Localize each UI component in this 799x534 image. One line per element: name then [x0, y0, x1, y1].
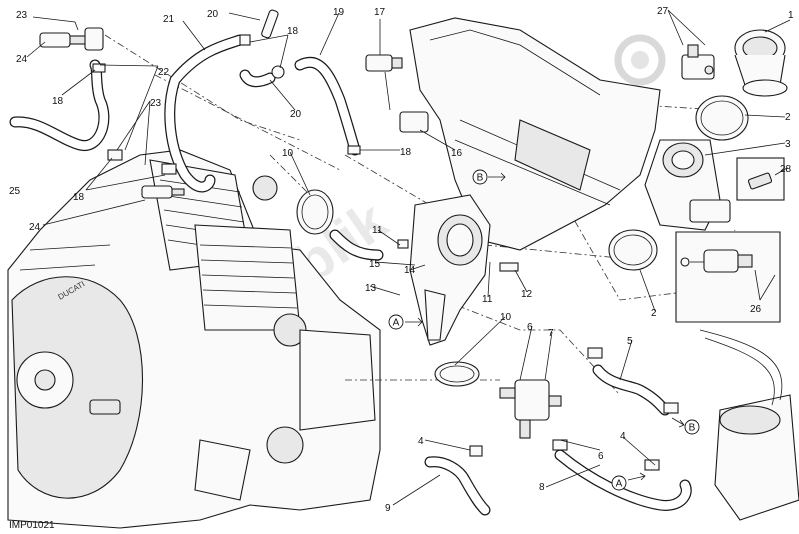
callout-3: 3 — [785, 139, 791, 150]
callout-12: 12 — [521, 289, 533, 300]
callout-2: 2 — [651, 308, 657, 319]
hose-clamp — [296, 189, 334, 235]
callout-23: 23 — [16, 10, 28, 21]
hose-5 — [592, 364, 671, 416]
callout-14: 14 — [404, 265, 416, 276]
ref-marker-A: A — [388, 314, 404, 330]
callout-6: 6 — [598, 451, 604, 462]
hose-vacuum — [329, 229, 384, 261]
callout-leaders — [26, 9, 791, 506]
ref-marker-A: A — [611, 475, 627, 491]
callout-5: 5 — [627, 336, 633, 347]
hose-clamp — [434, 361, 480, 387]
fuel-injector — [39, 27, 104, 51]
callout-19: 19 — [333, 7, 345, 18]
hose-21 — [164, 34, 246, 193]
callout-26: 26 — [750, 304, 762, 315]
svg-text:A: A — [393, 318, 400, 329]
callout-10: 10 — [282, 148, 294, 159]
callout-13: 13 — [365, 283, 377, 294]
ref-arrows — [405, 172, 685, 481]
callout-23: 23 — [150, 98, 162, 109]
hose-clamp — [608, 229, 658, 271]
svg-text:A: A — [616, 479, 623, 490]
airbox — [409, 17, 661, 251]
solenoid-valve — [499, 379, 562, 439]
callout-10: 10 — [500, 312, 512, 323]
callout-labels: 23 24 18 22 25 23 18 24 21 20 18 20 19 1… — [9, 6, 794, 514]
callout-22: 22 — [158, 67, 170, 78]
callout-24: 24 — [16, 54, 28, 65]
callout-27: 27 — [657, 6, 669, 17]
hose-8 — [554, 449, 692, 511]
ref-marker-B: B — [472, 169, 488, 185]
callout-18: 18 — [287, 26, 299, 37]
callout-6: 6 — [527, 322, 533, 333]
callout-9: 9 — [385, 503, 391, 514]
callout-18: 18 — [400, 147, 412, 158]
small-fittings — [92, 34, 679, 471]
hose-9 — [424, 456, 491, 516]
callout-24: 24 — [29, 222, 41, 233]
callout-11: 11 — [482, 294, 493, 305]
sensor-kit-box — [675, 231, 781, 323]
fuel-injector — [141, 185, 185, 199]
sensor-17 — [365, 54, 429, 133]
svg-text:B: B — [477, 173, 484, 184]
callout-4: 4 — [620, 431, 626, 442]
engine-block: DUCATI — [7, 149, 381, 529]
callout-20: 20 — [207, 9, 219, 20]
callout-8: 8 — [539, 482, 545, 493]
ref-marker-B: B — [684, 419, 700, 435]
callout-18: 18 — [52, 96, 64, 107]
throttle-body — [644, 139, 731, 231]
hose-19 — [294, 57, 361, 156]
evap-canister — [699, 329, 799, 521]
callout-16: 16 — [451, 148, 463, 159]
hose-20 — [239, 9, 279, 88]
part-28-box — [736, 157, 785, 201]
callout-25: 25 — [9, 186, 21, 197]
callout-21: 21 — [163, 14, 175, 25]
drawing-code: IMP01021 — [9, 520, 55, 531]
svg-text:B: B — [689, 423, 696, 434]
callout-2: 2 — [785, 112, 791, 123]
watermark-gear-icon — [614, 34, 666, 86]
callout-7: 7 — [548, 328, 554, 339]
callout-11: 11 — [372, 225, 383, 236]
callout-17: 17 — [374, 7, 386, 18]
intake-manifold — [409, 194, 491, 346]
intake-duct — [734, 29, 788, 97]
hose-clamp — [695, 95, 749, 141]
map-sensor — [681, 44, 715, 80]
callout-1: 1 — [788, 10, 794, 21]
callout-28: 28 — [780, 164, 792, 175]
callout-15: 15 — [369, 259, 381, 270]
hose-25 — [9, 59, 110, 151]
callout-4: 4 — [418, 436, 424, 447]
callout-20: 20 — [290, 109, 302, 120]
callout-18: 18 — [73, 192, 85, 203]
